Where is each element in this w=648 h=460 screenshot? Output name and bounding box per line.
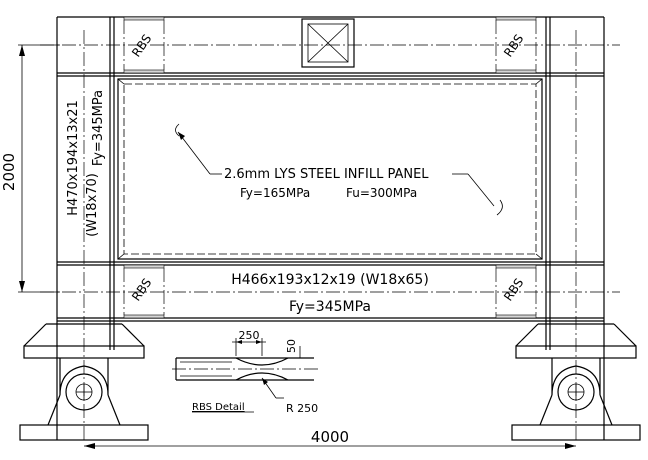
panel-title-label: 2.6mm LYS STEEL INFILL PANEL bbox=[224, 167, 429, 182]
rbs-detail-depth-label: 50 bbox=[285, 339, 298, 353]
frame-outline bbox=[56, 16, 605, 440]
left-column bbox=[83, 17, 115, 440]
panel-fu-label: Fu=300MPa bbox=[346, 186, 417, 200]
left-pin-support bbox=[19, 323, 149, 441]
rbs-detail-radius-label: R 250 bbox=[286, 402, 318, 415]
width-dimension bbox=[84, 443, 576, 449]
rbs-label-bottom-right: RBS bbox=[501, 276, 526, 304]
right-column bbox=[545, 17, 577, 440]
rbs-zones bbox=[123, 16, 537, 319]
height-dimension-label: 2000 bbox=[0, 153, 18, 191]
beam-section-label: H466x193x12x19 (W18x65) bbox=[231, 272, 429, 288]
beam-stiffener-box bbox=[301, 18, 355, 68]
rbs-label-bottom-left: RBS bbox=[129, 276, 154, 304]
rbs-label-top-right: RBS bbox=[501, 32, 526, 60]
rbs-detail-length-label: 250 bbox=[239, 329, 260, 342]
column-section-label: H470x194x13x21 bbox=[66, 100, 81, 216]
height-dimension bbox=[18, 44, 60, 293]
column-w-label: (W18x70) bbox=[85, 173, 100, 237]
column-fy-label: Fy=345MPa bbox=[91, 90, 106, 166]
rbs-detail bbox=[172, 338, 318, 399]
infill-panel bbox=[117, 78, 543, 260]
beam-fy-label: Fy=345MPa bbox=[289, 299, 371, 315]
panel-fy-label: Fy=165MPa bbox=[240, 186, 310, 200]
panel-leader bbox=[175, 123, 503, 216]
width-dimension-label: 4000 bbox=[311, 428, 349, 446]
rbs-detail-title: RBS Detail bbox=[192, 402, 245, 413]
right-pin-support bbox=[511, 323, 641, 441]
rbs-label-top-left: RBS bbox=[129, 32, 154, 60]
